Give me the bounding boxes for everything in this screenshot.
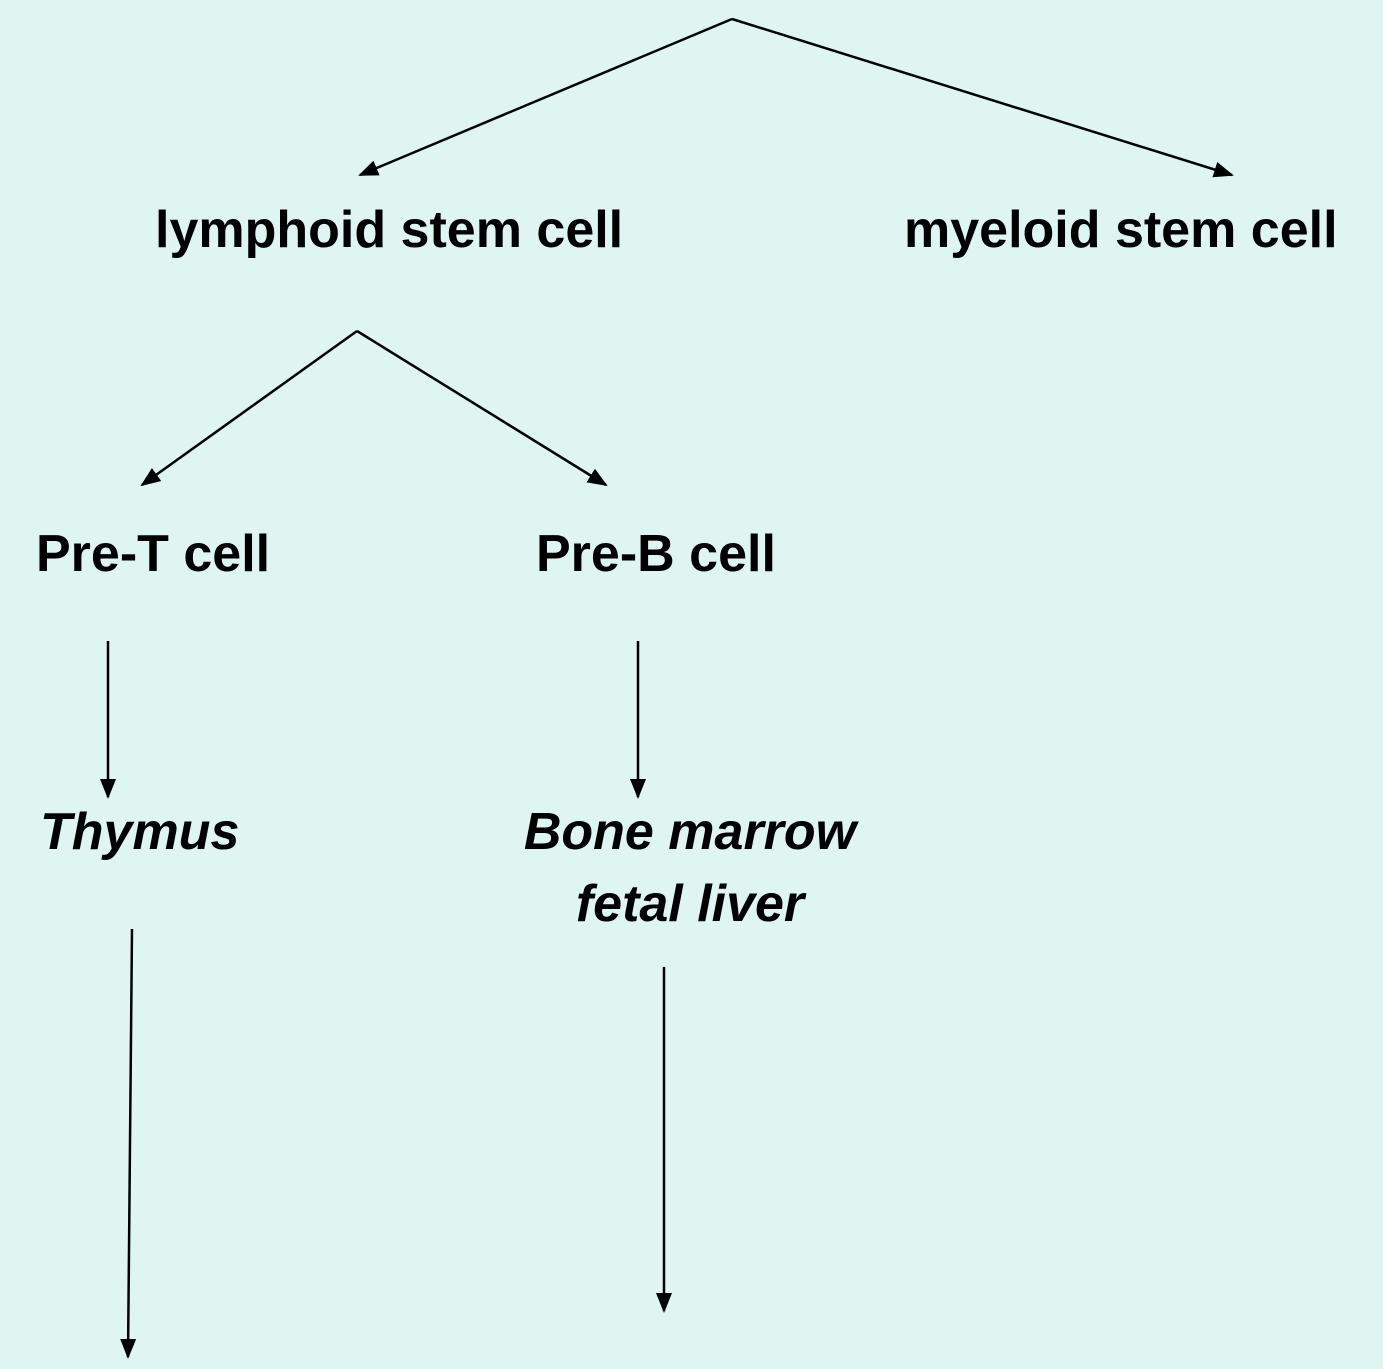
node-lymphoid-stem-cell: lymphoid stem cell — [155, 201, 624, 259]
arrow-lymphoid-to-pre-t — [140, 329, 358, 487]
node-bone-marrow-line1: Bone marrow — [523, 803, 857, 861]
arrow-lymphoid-to-pre-b — [356, 329, 608, 487]
node-bone-marrow-fetal-liver: Bone marrow fetal liver — [500, 802, 880, 934]
node-pre-b-cell: Pre-B cell — [536, 525, 776, 583]
arrow-root-to-lymphoid — [358, 17, 733, 177]
node-pre-t-cell: Pre-T cell — [36, 525, 271, 583]
node-bone-marrow-line2: fetal liver — [575, 875, 805, 933]
node-thymus: Thymus — [40, 803, 240, 861]
arrow-root-to-myeloid — [731, 17, 1234, 178]
node-myeloid-stem-cell: myeloid stem cell — [904, 201, 1338, 259]
arrow-thymus-down — [120, 928, 137, 1359]
